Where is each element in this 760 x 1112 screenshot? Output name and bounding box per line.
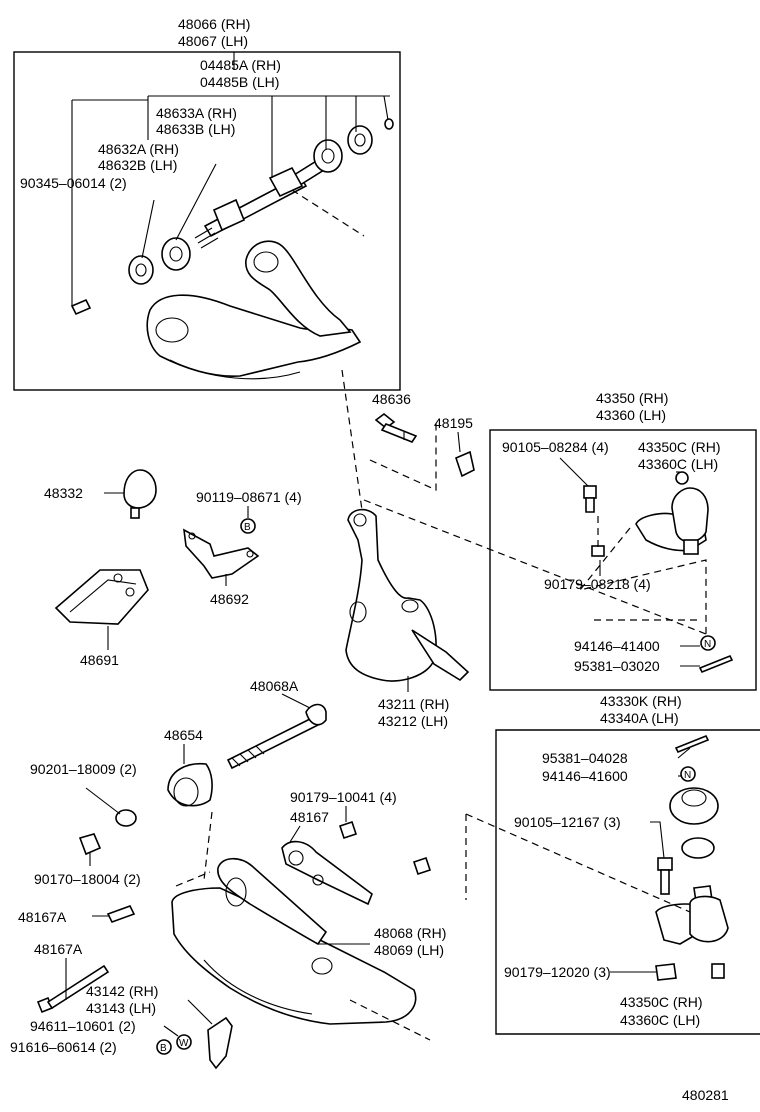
circled-letters: B N N W B bbox=[160, 518, 711, 1054]
label-43360c-top: 43360C (LH) bbox=[638, 456, 718, 472]
label-43350c-bot: 43350C (RH) bbox=[620, 994, 702, 1010]
dashed-assembly-lines bbox=[175, 189, 707, 1041]
circle-letter-b1: B bbox=[244, 522, 251, 533]
label-43330k: 43330K (RH) bbox=[600, 693, 682, 709]
label-48069: 48069 (LH) bbox=[374, 942, 444, 958]
label-04485a: 04485A (RH) bbox=[200, 57, 281, 73]
leader-lines bbox=[65, 52, 700, 1037]
label-95381a: 95381–03020 bbox=[574, 658, 660, 674]
clip-48195 bbox=[455, 450, 475, 478]
label-48636: 48636 bbox=[372, 391, 411, 407]
label-43350: 43350 (RH) bbox=[596, 390, 668, 406]
bracket-48692 bbox=[183, 528, 260, 579]
label-90179a: 90179–08218 (4) bbox=[544, 576, 651, 592]
steering-knuckle bbox=[345, 508, 470, 682]
label-90345: 90345–06014 (2) bbox=[20, 175, 127, 191]
label-94611: 94611–10601 (2) bbox=[30, 1018, 136, 1034]
label-43143: 43143 (LH) bbox=[86, 1000, 156, 1016]
upper-balljoint-parts bbox=[583, 471, 734, 674]
lower-balljoint-group-box bbox=[495, 729, 760, 1035]
nut-n1-icon bbox=[700, 635, 716, 651]
label-90179b: 90179–10041 (4) bbox=[290, 789, 397, 805]
upper-arm-group-box bbox=[13, 51, 401, 391]
label-43142: 43142 (RH) bbox=[86, 983, 158, 999]
label-48167a-1: 48167A bbox=[18, 909, 67, 925]
label-90179c: 90179–12020 (3) bbox=[504, 964, 611, 980]
label-43360: 43360 (LH) bbox=[596, 407, 666, 423]
label-43211: 43211 (RH) bbox=[378, 696, 449, 712]
washer-w-icon bbox=[176, 1034, 192, 1050]
label-48167a-2: 48167A bbox=[34, 941, 83, 957]
label-48633b: 48633B (LH) bbox=[156, 121, 235, 137]
label-48632a: 48632A (RH) bbox=[98, 141, 179, 157]
label-48068a: 48068A bbox=[250, 678, 299, 694]
label-43360c-bot: 43360C (LH) bbox=[620, 1012, 700, 1028]
label-48632b: 48632B (LH) bbox=[98, 157, 177, 173]
plate-48691 bbox=[54, 569, 149, 625]
lower-arm-parts bbox=[36, 703, 432, 1070]
label-48067: 48067 (LH) bbox=[178, 33, 248, 49]
label-48195: 48195 bbox=[434, 415, 473, 431]
label-90170: 90170–18004 (2) bbox=[34, 871, 141, 887]
bolt-b2-icon bbox=[156, 1039, 172, 1055]
label-43340a: 43340A (LH) bbox=[600, 710, 679, 726]
label-95381b: 95381–04028 bbox=[542, 750, 628, 766]
upper-balljoint-group-box bbox=[489, 429, 757, 691]
label-48068: 48068 (RH) bbox=[374, 925, 446, 941]
label-48654: 48654 bbox=[164, 727, 203, 743]
bump-stopper bbox=[123, 469, 157, 519]
label-94146b: 94146–41600 bbox=[542, 768, 628, 784]
bolt-48636 bbox=[374, 412, 418, 443]
label-48332: 48332 bbox=[44, 485, 83, 501]
label-90119: 90119–08671 (4) bbox=[196, 489, 302, 505]
circle-letter-n2: N bbox=[684, 770, 691, 781]
circle-letter-w: W bbox=[179, 1038, 189, 1049]
nut-n2-icon bbox=[680, 766, 696, 782]
label-43350c-top: 43350C (RH) bbox=[638, 439, 720, 455]
part-labels: 48066 (RH) 48067 (LH) 04485A (RH) 04485B… bbox=[10, 16, 729, 1103]
label-43212: 43212 (LH) bbox=[378, 713, 448, 729]
label-48691: 48691 bbox=[80, 652, 119, 668]
label-48167: 48167 bbox=[290, 809, 329, 825]
lower-balljoint-parts bbox=[655, 734, 729, 981]
label-94146a: 94146–41400 bbox=[574, 638, 660, 654]
drawing-number: 480281 bbox=[682, 1087, 729, 1103]
label-90105b: 90105–12167 (3) bbox=[514, 814, 621, 830]
label-90105a: 90105–08284 (4) bbox=[502, 439, 609, 455]
label-04485b: 04485B (LH) bbox=[200, 74, 279, 90]
label-90201: 90201–18009 (2) bbox=[30, 761, 137, 777]
label-91616: 91616–60614 (2) bbox=[10, 1039, 117, 1055]
label-48692: 48692 bbox=[210, 591, 249, 607]
bolt-b1-icon bbox=[240, 518, 256, 534]
upper-arm-parts bbox=[70, 118, 394, 380]
label-48633a: 48633A (RH) bbox=[156, 105, 237, 121]
label-48066: 48066 (RH) bbox=[178, 16, 250, 32]
circle-letter-n1: N bbox=[704, 639, 711, 650]
circle-letter-b2: B bbox=[160, 1043, 167, 1054]
